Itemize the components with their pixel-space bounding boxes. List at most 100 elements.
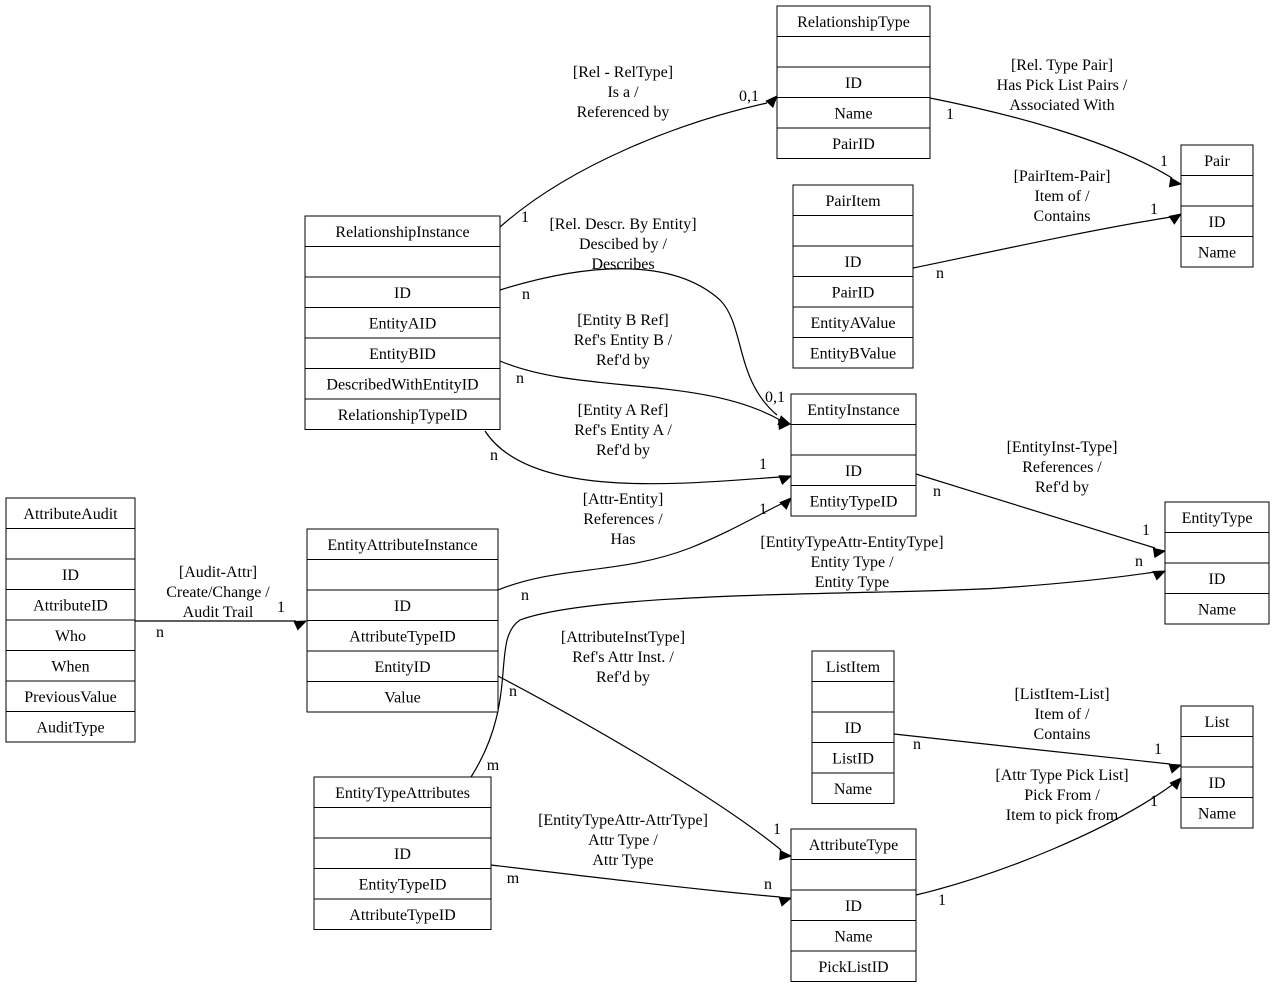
- arrowhead: [1168, 763, 1183, 774]
- entity-field-cell: [306, 681, 499, 713]
- relationship-label: [ListItem-List]Item of /Contains: [1014, 686, 1109, 743]
- entity-field-cell: [811, 742, 895, 774]
- entity-field: EntityTypeID: [810, 493, 898, 510]
- relationship-label-line: Entity Type /: [810, 554, 894, 571]
- tail-cardinality: m: [487, 757, 500, 774]
- entity-field-cell: [304, 246, 501, 278]
- relationship-line: [499, 268, 778, 416]
- relationship-label: [Rel. Type Pair]Has Pick List Pairs /Ass…: [997, 57, 1128, 114]
- entity-title: Pair: [1204, 153, 1230, 170]
- entity-title: AttributeType: [809, 837, 899, 854]
- relationship-label-line: Item of /: [1034, 706, 1090, 723]
- entity-field-cell: [5, 650, 136, 682]
- relationship-line: [497, 675, 782, 851]
- relationship-attr-type-pick-list: [Attr Type Pick List]Pick From /Item to …: [915, 767, 1182, 909]
- tail-cardinality: 1: [938, 892, 946, 909]
- tail-cardinality: m: [507, 870, 520, 887]
- arrowhead: [765, 95, 778, 109]
- entity-field-cell: [792, 245, 914, 277]
- entity-field-cell: [811, 681, 895, 713]
- entity-field-cell: [776, 66, 931, 98]
- entity-field: ID: [1209, 214, 1226, 231]
- entity-field-cell: [776, 36, 931, 68]
- relationship-line: [497, 503, 782, 591]
- tail-cardinality: n: [521, 587, 529, 604]
- relationship-label-line: [Rel. Type Pair]: [1011, 57, 1113, 74]
- arrowhead: [1152, 547, 1167, 559]
- entity-field: AttributeTypeID: [349, 628, 455, 645]
- relationship-label: [PairItem-Pair]Item of /Contains: [1014, 168, 1111, 225]
- relationship-label-line: [ListItem-List]: [1014, 686, 1109, 703]
- entity-field-cell: [1180, 766, 1254, 798]
- entity-field: AuditType: [36, 719, 104, 736]
- relationship-line: [912, 216, 1172, 269]
- entity-field-cell: [790, 454, 917, 486]
- entity-field: PickListID: [818, 959, 888, 976]
- relationship-label-line: Contains: [1034, 208, 1091, 225]
- entity-title: AttributeAudit: [23, 506, 118, 523]
- relationship-label: [EntityInst-Type]References /Ref'd by: [1007, 439, 1118, 496]
- relationship-label-line: Item to pick from: [1006, 807, 1119, 824]
- entity-title-cell: [776, 5, 931, 37]
- relationship-label-line: Ref's Attr Inst. /: [572, 649, 674, 666]
- entity-field: ID: [1209, 571, 1226, 588]
- entity-field-cell: [792, 306, 914, 338]
- entity-field-cell: [790, 424, 917, 456]
- entity-field: ID: [845, 75, 862, 92]
- relationship-label-line: [Rel - RelType]: [573, 64, 673, 81]
- relationship-label-line: [Audit-Attr]: [179, 564, 257, 581]
- relationship-line: [470, 571, 1156, 778]
- head-cardinality: 1: [1154, 741, 1162, 758]
- entity-field: Value: [384, 689, 420, 706]
- entity-field-cell: [313, 898, 492, 930]
- entity-field-cell: [792, 215, 914, 247]
- relationship-label: [Rel. Descr. By Entity]Descibed by /Desc…: [549, 216, 696, 273]
- relationship-label-line: Entity Type: [815, 574, 890, 591]
- relationship-edges: [Rel - RelType]Is a /Referenced by10,1[R…: [135, 57, 1183, 909]
- entity-field: PreviousValue: [24, 689, 116, 706]
- relationship-attributeinsttype: [AttributeInstType] Ref's Attr Inst. / Ref…: [497, 629, 793, 861]
- entity-field: Name: [834, 781, 872, 798]
- relationship-label: [Attr Type Pick List]Pick From /Item to …: [995, 767, 1128, 824]
- relationship-label-line: Ref'd by: [596, 352, 650, 369]
- relationship-line: [915, 473, 1156, 549]
- relationship-label-line: Has: [611, 531, 636, 548]
- entity-field: ID: [845, 463, 862, 480]
- relationship-label: [Entity B Ref]Ref's Entity B /Ref'd by: [574, 312, 673, 369]
- relationship-entitytypeattr-attrtype: [EntityTypeAttr-AttrType]Attr Type /Attr…: [490, 812, 793, 907]
- entity-field-cell: [5, 558, 136, 590]
- entity-title: RelationshipInstance: [335, 224, 469, 241]
- relationship-label-line: [AttributeInstType]: [561, 629, 685, 646]
- entity-title: List: [1205, 714, 1230, 731]
- relationship-label-line: [EntityTypeAttr-EntityType]: [760, 534, 943, 551]
- entity-field-cell: [776, 97, 931, 129]
- entity-field-cell: [811, 772, 895, 804]
- entity-field-cell: [792, 276, 914, 308]
- entity-field: EntityAID: [369, 315, 437, 332]
- entity-field-cell: [5, 589, 136, 621]
- entity-field: Name: [1198, 805, 1236, 822]
- relationship-label-line: Referenced by: [577, 104, 670, 121]
- entity-field-cell: [306, 620, 499, 652]
- entity-field: AttributeTypeID: [349, 907, 455, 924]
- entity-field-cell: [790, 889, 917, 921]
- entity-field-cell: [1180, 236, 1254, 268]
- relationship-label-line: Ref'd by: [596, 669, 650, 686]
- head-cardinality: 1: [773, 821, 781, 838]
- entity-field-cell: [1164, 532, 1270, 564]
- relationship-label-line: Pick From /: [1024, 787, 1100, 804]
- tail-cardinality: n: [913, 736, 921, 753]
- head-cardinality: 1: [1142, 522, 1150, 539]
- entity-field-cell: [304, 337, 501, 369]
- entity-field-cell: [313, 868, 492, 900]
- relationship-line: [499, 102, 768, 228]
